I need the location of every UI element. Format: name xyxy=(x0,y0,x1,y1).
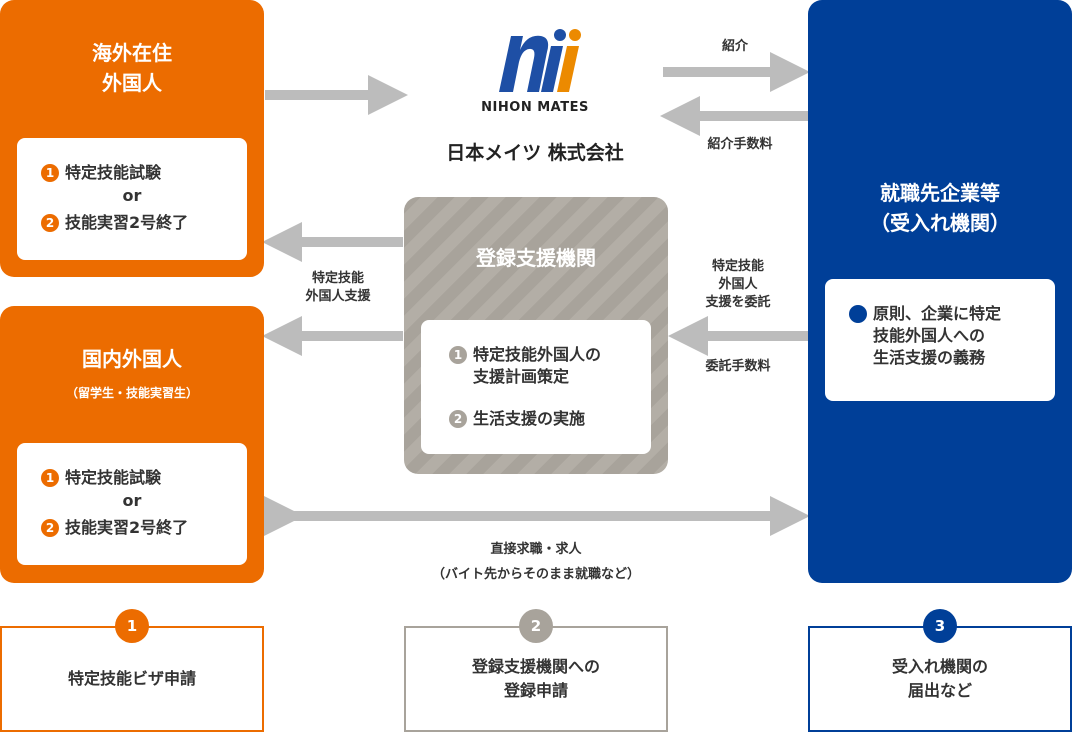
employer-title: 就職先企業等 （受入れ機関） xyxy=(808,178,1072,238)
company-name: 日本メイツ 株式会社 xyxy=(446,142,624,164)
step-3-number: 3 xyxy=(923,609,957,643)
label-support-request: 特定技能 外国人 支援を委託 xyxy=(705,259,771,310)
or-text: or xyxy=(122,491,142,510)
step-3-box: 受入れ機関の 届出など xyxy=(808,626,1072,732)
overseas-title-line2: 外国人 xyxy=(102,71,162,95)
or-text: or xyxy=(122,186,142,205)
step-1-text: 特定技能ビザ申請 xyxy=(67,669,196,688)
step-2-text: 登録支援機関への 登録申請 xyxy=(471,657,600,700)
step-2-box: 登録支援機関への 登録申請 xyxy=(404,626,668,732)
number-badge-1: 1 xyxy=(41,164,59,182)
employer-title-line1: 就職先企業等 xyxy=(880,181,1000,205)
bullet-icon xyxy=(849,305,867,323)
logo-mark-icon xyxy=(499,29,581,92)
logo-name: NIHON MATES xyxy=(481,100,589,115)
number-badge-1: 1 xyxy=(449,346,467,364)
employer-obligation-note: 原則、企業に特定 技能外国人への 生活支援の義務 xyxy=(849,303,1001,369)
label-commission-fee: 委託手数料 xyxy=(705,359,771,374)
label-direct-job: 直接求職・求人 xyxy=(490,542,582,557)
number-badge-1: 1 xyxy=(41,469,59,487)
number-badge-2: 2 xyxy=(41,519,59,537)
number-badge-2: 2 xyxy=(449,410,467,428)
label-introduction-fee: 紹介手数料 xyxy=(707,137,773,152)
overseas-title: 海外在住 外国人 xyxy=(0,38,264,98)
employer-title-line2: （受入れ機関） xyxy=(870,211,1010,235)
label-direct-job-note: （バイト先からそのまま就職など） xyxy=(431,567,640,582)
nihon-mates-logo: NIHON MATES 日本メイツ 株式会社 xyxy=(403,22,667,172)
support-org-title: 登録支援機関 xyxy=(476,246,596,270)
employer-note-card: 原則、企業に特定 技能外国人への 生活支援の義務 xyxy=(825,279,1055,401)
step-2-number: 2 xyxy=(519,609,553,643)
domestic-title: 国内外国人 xyxy=(82,347,182,371)
label-introduction: 紹介 xyxy=(721,39,748,54)
employer-box: 就職先企業等 （受入れ機関） 原則、企業に特定 技能外国人への 生活支援の義務 xyxy=(808,0,1072,583)
label-foreign-support: 特定技能 外国人支援 xyxy=(305,271,371,304)
step-1-number: 1 xyxy=(115,609,149,643)
domestic-subtitle: （留学生・技能実習生） xyxy=(65,386,198,400)
step-3-text: 受入れ機関の 届出など xyxy=(891,657,988,700)
overseas-title-line1: 海外在住 xyxy=(92,41,172,65)
number-badge-2: 2 xyxy=(41,214,59,232)
